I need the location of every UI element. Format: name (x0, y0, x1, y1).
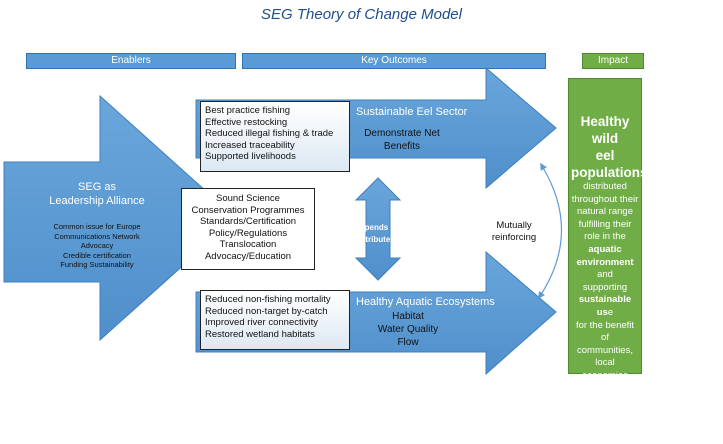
impact-bold-aquatic: aquatic (588, 243, 622, 255)
eco-arrow-sub-line: Flow (397, 337, 419, 348)
depends-double-arrow (354, 177, 402, 281)
impact-heading: Healthy wild eel populations (571, 113, 648, 181)
impact-line: supporting (582, 281, 628, 293)
eel-sector-sub-line: Benefits (383, 140, 421, 152)
eco-arrow-title: Healthy Aquatic Ecosystems (356, 296, 495, 308)
seg-item: Communications Network (54, 231, 140, 241)
science-item: Standards/Certification (199, 216, 297, 228)
seg-item: Funding Sustainability (60, 260, 134, 270)
impact-heading-line: eel (595, 148, 615, 163)
eco-outcome-item: Improved river connectivity (205, 317, 318, 329)
seg-title-line: Leadership Alliance (49, 195, 145, 207)
eel-sector-title: Sustainable Eel Sector (356, 106, 468, 118)
impact-line: and traditions (576, 382, 634, 394)
eco-outcomes-box: Reduced non-fishing mortality Reduced no… (200, 290, 350, 350)
science-item: Policy/Regulations (208, 227, 288, 239)
eco-outcome-item: Reduced non-fishing mortality (205, 294, 331, 305)
contributes-line: Contributes To (349, 235, 407, 244)
header-impact: Impact (582, 53, 644, 69)
seg-item: Credible certification (63, 250, 131, 260)
impact-line: throughout their (571, 193, 639, 205)
impact-heading-line: Healthy wild (580, 114, 630, 146)
eel-outcomes-box: Best practice fishing Effective restocki… (200, 101, 350, 172)
depends-label: Depends On Contributes To (346, 222, 410, 246)
mutual-curved-arrow (538, 162, 563, 300)
impact-panel: Healthy wild eel populations distributed… (568, 78, 648, 394)
impact-heading-line: populations (571, 165, 648, 180)
impact-line: sustainable use (571, 294, 639, 319)
mutual-line: reinforcing (491, 232, 537, 243)
mutual-line: Mutually (496, 220, 532, 231)
seg-title: SEG as Leadership Alliance (22, 180, 172, 208)
eco-outcome-item: Restored wetland habitats (205, 328, 315, 340)
impact-line: aquatic (571, 244, 639, 257)
impact-line: fulfilling their (578, 218, 632, 230)
eel-sector-sub: Demonstrate Net Benefits (352, 128, 452, 153)
seg-items: Common issue for Europe Communications N… (22, 222, 172, 270)
eco-arrow-sub: Habitat Water Quality Flow (358, 310, 458, 349)
enablers-arrow (3, 94, 237, 342)
impact-text: and (597, 269, 613, 281)
science-item: Conservation Programmes (191, 204, 305, 216)
impact-line: for the benefit of (575, 319, 635, 344)
impact-line: role in the (584, 231, 626, 243)
eco-arrow-sub-line: Habitat (392, 311, 424, 322)
impact-line: environment and (571, 257, 639, 282)
impact-text: e (607, 306, 614, 318)
science-item: Sound Science (216, 193, 280, 204)
eel-outcome-item: Increased traceability (205, 139, 295, 151)
header-key-outcomes: Key Outcomes (242, 53, 546, 69)
page-title: SEG Theory of Change Model (261, 6, 462, 23)
header-enablers: Enablers (26, 53, 236, 69)
impact-bold-sustainable: sustainable us (578, 294, 632, 318)
seg-title-line: SEG as (78, 181, 116, 193)
impact-line: natural range (577, 206, 633, 218)
science-box: Sound Science Conservation Programmes St… (181, 188, 315, 270)
eel-sector-sub-line: Demonstrate Net (364, 128, 440, 139)
eco-arrow-sub-line: Water Quality (377, 324, 439, 335)
eel-outcome-item: Supported livelihoods (205, 151, 296, 163)
eco-outcome-item: Reduced non-target by-catch (205, 305, 328, 317)
science-item: Advocacy/Education (204, 250, 292, 262)
depends-line: Depends On (354, 223, 402, 232)
seg-item: Advocacy (80, 241, 114, 251)
mutual-label: Mutually reinforcing (484, 220, 544, 244)
eel-outcome-item: Reduced illegal fishing & trade (205, 128, 334, 140)
impact-line: local economies (582, 357, 628, 381)
impact-line: distributed (583, 181, 627, 192)
impact-bold-environment: environment (576, 256, 634, 268)
eel-outcome-item: Effective restocking (205, 116, 288, 128)
eel-outcome-item: Best practice fishing (205, 105, 291, 116)
impact-line: communities, (577, 344, 633, 356)
science-item: Translocation (219, 239, 277, 251)
seg-item: Common issue for Europe (53, 222, 141, 231)
